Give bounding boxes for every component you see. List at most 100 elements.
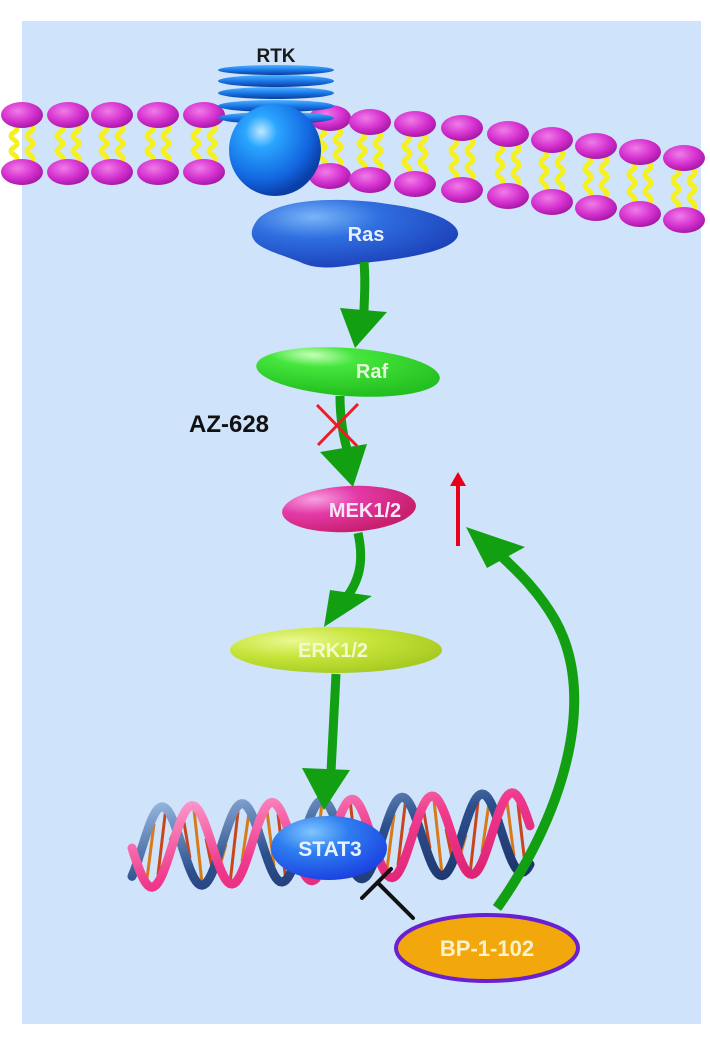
lipid-head: [531, 189, 573, 215]
lipid-head: [137, 102, 179, 128]
dna-base-pair: [228, 811, 240, 884]
arrow-erk-to-stat3: [326, 673, 341, 773]
dna-base-pair: [432, 799, 444, 874]
lipid-head: [47, 102, 89, 128]
lipid-head: [487, 183, 529, 209]
lipid-head: [1, 102, 43, 128]
cell-membrane: [1, 102, 705, 233]
red-up-arrow-head: [450, 472, 466, 486]
ras-label: Ras: [348, 224, 385, 246]
lipid-tail: [190, 122, 202, 165]
lipid-tail: [356, 129, 368, 173]
inhibition-bp-to-stat3: [360, 867, 415, 920]
lipid-tail: [417, 131, 429, 177]
lipid-head: [575, 133, 617, 159]
dna-base-pair: [396, 797, 408, 866]
lipid-tail: [582, 153, 594, 201]
stat3-label: STAT3: [298, 838, 361, 861]
lipid-tail: [494, 141, 506, 189]
lipid-tail: [686, 165, 698, 213]
lipid-tail: [206, 122, 218, 165]
lipid-tail: [598, 153, 610, 201]
lipid-head: [619, 139, 661, 165]
red-x-mark: [316, 402, 360, 447]
dna-base-pair: [192, 809, 204, 884]
lipid-tail: [448, 135, 460, 183]
lipid-head: [309, 163, 351, 189]
mek-label: MEK1/2: [329, 500, 401, 522]
arrowhead-ras-to-raf: [340, 308, 387, 348]
stat3-node: STAT3: [271, 816, 387, 880]
lipid-tail: [510, 141, 522, 189]
lipid-head: [619, 201, 661, 227]
lipid-head: [183, 102, 225, 128]
rtk-ring: [218, 87, 334, 99]
dna-base-pair: [156, 806, 168, 876]
bp-shape: [394, 913, 580, 983]
lipid-tail: [54, 122, 66, 165]
lipid-tail: [160, 122, 172, 165]
az628-inhibitor: AZ-628: [189, 402, 360, 448]
erk-shape: [230, 627, 442, 673]
raf-shape: [256, 347, 440, 397]
lipid-head: [487, 121, 529, 147]
lipid-head: [394, 111, 436, 137]
lipid-head: [91, 159, 133, 185]
lipid-tail: [114, 122, 126, 165]
arrowhead-mek-to-erk: [324, 590, 372, 627]
mek-shape: [282, 485, 416, 533]
lipid-head: [663, 145, 705, 171]
lipid-head: [47, 159, 89, 185]
lipid-tail: [401, 131, 413, 177]
lipid-head: [349, 167, 391, 193]
lipid-tail: [626, 159, 638, 207]
lipid-tail: [372, 129, 384, 173]
arrow-bp-feedback-to-mek: [489, 544, 580, 911]
erk-node: ERK1/2: [230, 627, 442, 673]
lipid-head: [1, 159, 43, 185]
lipid-head: [183, 159, 225, 185]
rtk-receptor: RTK: [218, 46, 334, 196]
rtk-ring: [218, 65, 334, 75]
rtk-ball: [229, 104, 321, 196]
lipid-tail: [670, 165, 682, 213]
lipid-head: [575, 195, 617, 221]
lipid-tail: [8, 122, 20, 165]
mek-upregulated-indicator: [450, 472, 466, 546]
lipid-head: [663, 207, 705, 233]
lipid-tail: [98, 122, 110, 165]
lipid-tail: [538, 147, 550, 195]
lipid-head: [441, 115, 483, 141]
lipid-head: [531, 127, 573, 153]
arrowhead-raf-to-mek: [320, 444, 367, 487]
lipid-head: [349, 109, 391, 135]
lipid-head: [441, 177, 483, 203]
rtk-ring: [218, 75, 334, 87]
mek-node: MEK1/2: [282, 485, 416, 533]
raf-label: Raf: [356, 361, 389, 383]
rtk-label: RTK: [256, 46, 295, 67]
lipid-tail: [554, 147, 566, 195]
ras-shape: [251, 199, 459, 268]
ras-node: Ras: [251, 199, 459, 268]
bp-1-102-node: BP-1-102: [394, 913, 580, 983]
arrowhead-erk-to-stat3: [302, 768, 350, 810]
lipid-tail: [316, 125, 328, 169]
arrow-ras-to-raf: [359, 261, 370, 313]
lipid-tail: [332, 125, 344, 169]
lipid-tail: [642, 159, 654, 207]
az628-label: AZ-628: [189, 411, 269, 438]
raf-node: Raf: [256, 347, 440, 397]
lipid-tail: [70, 122, 82, 165]
lipid-tail: [464, 135, 476, 183]
lipid-head: [91, 102, 133, 128]
stat3-shape: [271, 816, 387, 880]
arrowhead-bp-feedback-to-mek: [466, 527, 525, 568]
lipid-tail: [24, 122, 36, 165]
lipid-tail: [144, 122, 156, 165]
inhibition-stem: [376, 881, 415, 920]
lipid-head: [137, 159, 179, 185]
dna-base-pair: [144, 823, 156, 887]
bp-label: BP-1-102: [440, 936, 534, 961]
